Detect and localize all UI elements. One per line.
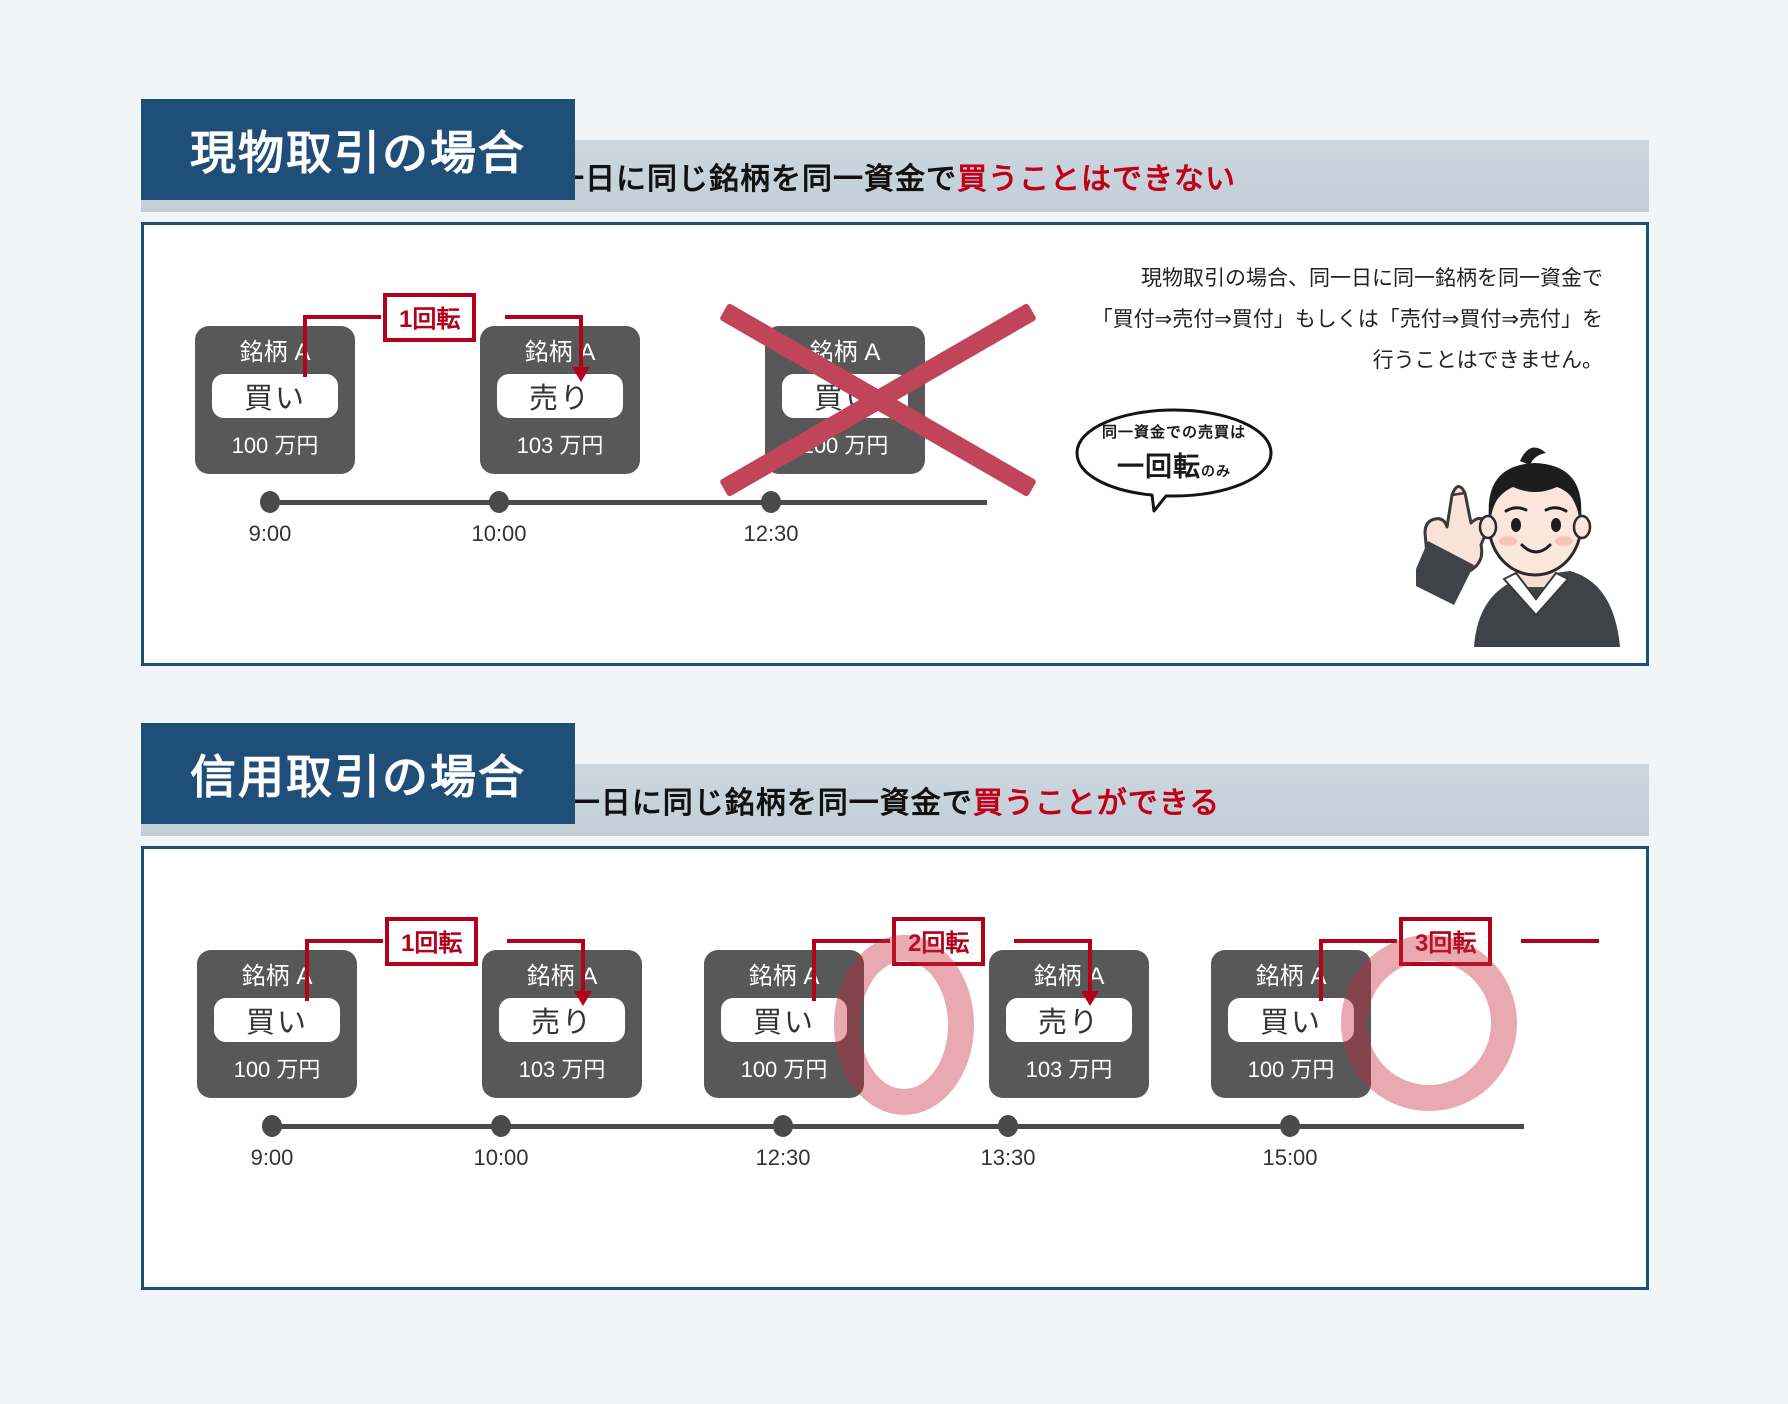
bubble-line-2-suffix: のみ (1201, 462, 1231, 479)
person-illustration (1410, 421, 1636, 647)
panel2-timeline-label-2: 10:00 (473, 1145, 529, 1170)
panel2-rotation-1: 1回転 (305, 917, 592, 1009)
panel2-card-5: 銘柄 A 買い 100 万円 (1211, 950, 1371, 1098)
panel2-card-3: 銘柄 A 買い 100 万円 (704, 950, 864, 1098)
panel1-subbar-text: 一日に同じ銘柄を同一資金で買うことはできない (554, 154, 1236, 198)
bubble-line-1: 同一資金での売買は (1101, 423, 1246, 441)
panel2-timeline-label-4: 13:30 (980, 1145, 1036, 1170)
panel2-timeline-dot-4 (998, 1115, 1018, 1137)
rotation-tag: 1回転 (385, 917, 479, 966)
rotation-drop-right (581, 939, 585, 991)
panel2-timeline-label-3: 12:30 (755, 1145, 811, 1170)
rotation-arrowhead (1081, 991, 1099, 1006)
panel2-card-2: 銘柄 A 売り 103 万円 (482, 950, 642, 1098)
panel2-subbar-text: 一日に同じ銘柄を同一資金で買うことができる (570, 778, 1220, 822)
panel1-timeline-dot-1 (260, 491, 280, 513)
card-symbol: 銘柄 A (1033, 963, 1105, 990)
speech-bubble-text: 同一資金での売買は 一回転のみ (1070, 407, 1278, 497)
rotation-drop-left (812, 939, 816, 1001)
card-action: 売り (497, 374, 623, 418)
panel2-subbar-highlight: 買うことができる (972, 787, 1221, 820)
card-action: 売り (499, 998, 625, 1042)
card-symbol: 銘柄 A (239, 339, 311, 366)
card-amount: 100 万円 (1247, 1057, 1335, 1082)
rotation-bar-right (507, 939, 585, 943)
panel2-subbar-normal: 一日に同じ銘柄を同一資金で (569, 787, 973, 820)
panel2-rotation-2: 2回転 (812, 917, 1099, 1009)
panel2-title: 信用取引の場合 (141, 723, 575, 824)
rotation-bar-right (505, 315, 583, 319)
panel1-subbar-highlight: 買うことはできない (957, 163, 1236, 196)
rotation-drop-left (305, 939, 309, 1001)
rotation-tag: 3回転 (1399, 917, 1493, 966)
panel2-timeline-dot-2 (491, 1115, 511, 1137)
panel1-timeline-dot-3 (761, 491, 781, 513)
panel2-timeline-label-5: 15:00 (1262, 1145, 1318, 1170)
card-action: 売り (1006, 998, 1132, 1042)
rotation-bar-right (1521, 939, 1599, 943)
card-symbol: 銘柄 A (1255, 963, 1327, 990)
rotation-bar-left (305, 939, 383, 943)
card-symbol: 銘柄 A (748, 963, 820, 990)
rotation-drop-left (1319, 939, 1323, 1001)
rotation-drop-left (303, 315, 307, 377)
rotation-bar-left (303, 315, 381, 319)
panel2-timeline-dot-3 (773, 1115, 793, 1137)
bubble-line-2: 一回転のみ (1117, 445, 1231, 484)
panel1-card-1: 銘柄 A 買い 100 万円 (195, 326, 355, 474)
rotation-bar-left (1319, 939, 1397, 943)
panel1-timeline-label-3: 12:30 (743, 521, 799, 546)
card-symbol: 銘柄 A (524, 339, 596, 366)
panel2-rotation-3: 3回転 (1319, 917, 1599, 1009)
speech-bubble-shape (1075, 408, 1273, 513)
panel1-subbar-normal: 一日に同じ銘柄を同一資金で (554, 163, 957, 196)
panel1-timeline-label-1: 9:00 (248, 521, 292, 546)
description-line-2: 「買付⇒売付⇒買付」もしくは「売付⇒買付⇒売付」を (1091, 307, 1603, 331)
panel1-timeline-label-2: 10:00 (471, 521, 527, 546)
panel1-timeline-dot-2 (489, 491, 509, 513)
panel1-title: 現物取引の場合 (141, 99, 575, 200)
rotation-arrowhead (572, 367, 590, 382)
panel2-timeline-line (269, 1124, 1524, 1129)
speech-bubble: 同一資金での売買は 一回転のみ (1070, 407, 1278, 513)
description-line-3: 行うことはできません。 (1372, 348, 1603, 372)
panel1-card-2: 銘柄 A 売り 103 万円 (480, 326, 640, 474)
card-action: 買い (721, 998, 847, 1042)
panel2-timeline-dot-1 (262, 1115, 282, 1137)
person-icon (1410, 447, 1620, 647)
rotation-bar-right (1014, 939, 1092, 943)
card-action: 買い (1228, 998, 1354, 1042)
rotation-drop-right (579, 315, 583, 367)
card-amount: 103 万円 (1025, 1057, 1113, 1082)
panel2-card-1: 銘柄 A 買い 100 万円 (197, 950, 357, 1098)
card-action: 買い (214, 998, 340, 1042)
panel1-timeline-line (267, 500, 987, 505)
rotation-tag: 2回転 (892, 917, 986, 966)
rotation-drop-right (1088, 939, 1092, 991)
card-amount: 100 万円 (231, 433, 319, 458)
card-amount: 100 万円 (740, 1057, 828, 1082)
panel1-rotation-1: 1回転 (303, 293, 590, 385)
bubble-line-2-main: 一回転 (1117, 451, 1201, 482)
card-amount: 103 万円 (516, 433, 604, 458)
card-action: 買い (782, 374, 908, 418)
panel1-body: 1回転 銘柄 A 買い 100 万円 銘柄 A 売り 103 万円 銘柄 A 買… (141, 222, 1649, 666)
panel2-card-4: 銘柄 A 売り 103 万円 (989, 950, 1149, 1098)
card-amount: 100 万円 (801, 433, 889, 458)
card-symbol: 銘柄 A (241, 963, 313, 990)
panel2-timeline-dot-5 (1280, 1115, 1300, 1137)
rotation-arrowhead (574, 991, 592, 1006)
rotation-tag: 1回転 (383, 293, 477, 342)
description-line-1: 現物取引の場合、同一日に同一銘柄を同一資金で (1141, 267, 1603, 290)
card-symbol: 銘柄 A (809, 339, 881, 366)
panel1-description: 現物取引の場合、同一日に同一銘柄を同一資金で 「買付⇒売付⇒買付」もしくは「売付… (983, 259, 1603, 382)
card-amount: 103 万円 (518, 1057, 606, 1082)
card-symbol: 銘柄 A (526, 963, 598, 990)
panel1-card-3-disallowed: 銘柄 A 買い 100 万円 (765, 326, 925, 474)
panel2-body: 1回転 2回転 3回転 銘柄 A 買い 10 (141, 846, 1649, 1290)
rotation-bar-left (812, 939, 890, 943)
card-amount: 100 万円 (233, 1057, 321, 1082)
card-action: 買い (212, 374, 338, 418)
panel2-timeline-label-1: 9:00 (250, 1145, 294, 1170)
